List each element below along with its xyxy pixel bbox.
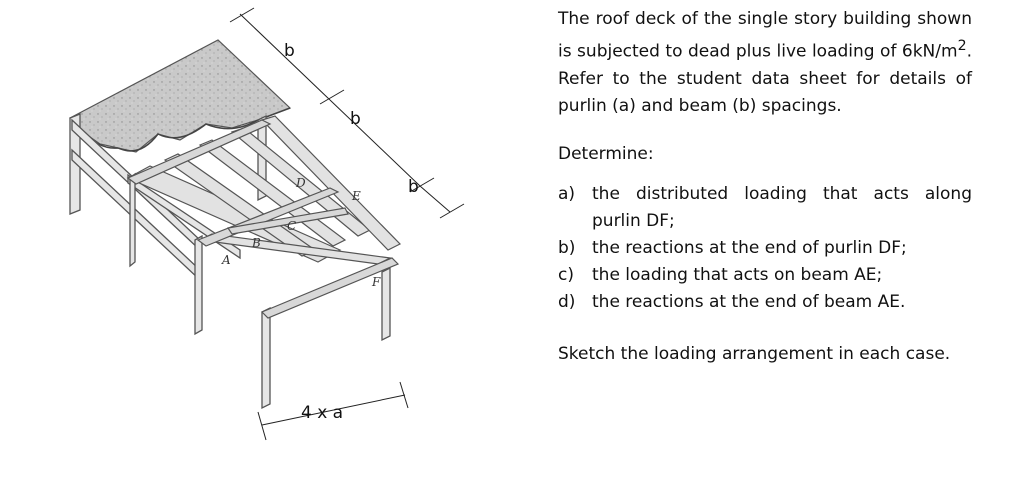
cross-beams [126,119,400,319]
question-item-d: d) the reactions at the end of beam AE. [558,289,972,316]
dim-label-b-middle: b [350,109,361,129]
intro-text-continued: . Refer to the student data sheet for de… [558,41,972,116]
point-label-a: A [221,253,231,267]
point-label-e: E [351,189,361,203]
intro-superscript: 2 [957,38,967,54]
point-label-f: F [371,275,381,289]
question-list: a) the distributed loading that acts alo… [558,181,972,316]
purlins [126,115,402,265]
question-item-a: a) the distributed loading that acts alo… [558,181,972,235]
dim-label-b-right: b [408,177,419,197]
dim-label-4xa: 4 x a [301,403,343,423]
question-text: the distributed loading that acts along … [592,183,972,231]
dimension-lines [229,7,465,441]
point-label-b: B [251,236,261,250]
determine-heading: Determine: [558,143,654,164]
problem-intro: The roof deck of the single story buildi… [558,6,972,120]
problem-statement: The roof deck of the single story buildi… [558,6,972,368]
roof-deck [69,39,292,153]
building-frame-figure: b b b 4 x a A B C D E F [69,7,465,441]
question-text: the reactions at the end of purlin DF; [592,237,907,258]
point-label-c: C [287,219,296,233]
building-frame-drawing: b b b 4 x a A B C D E F [69,7,465,441]
perimeter-frame [69,113,391,410]
question-letter: d) [558,291,576,312]
question-item-b: b) the reactions at the end of purlin DF… [558,235,972,262]
question-text: the loading that acts on beam AE; [592,264,883,285]
point-label-d: D [295,176,306,190]
question-item-c: c) the loading that acts on beam AE; [558,262,972,289]
sketch-instruction: Sketch the loading arrangement in each c… [558,343,951,364]
question-letter: b) [558,237,576,258]
question-letter: c) [558,264,574,285]
question-text: the reactions at the end of beam AE. [592,291,906,312]
intro-text: The roof deck of the single story buildi… [558,9,972,62]
dim-label-b-top: b [284,41,295,61]
question-letter: a) [558,183,576,204]
